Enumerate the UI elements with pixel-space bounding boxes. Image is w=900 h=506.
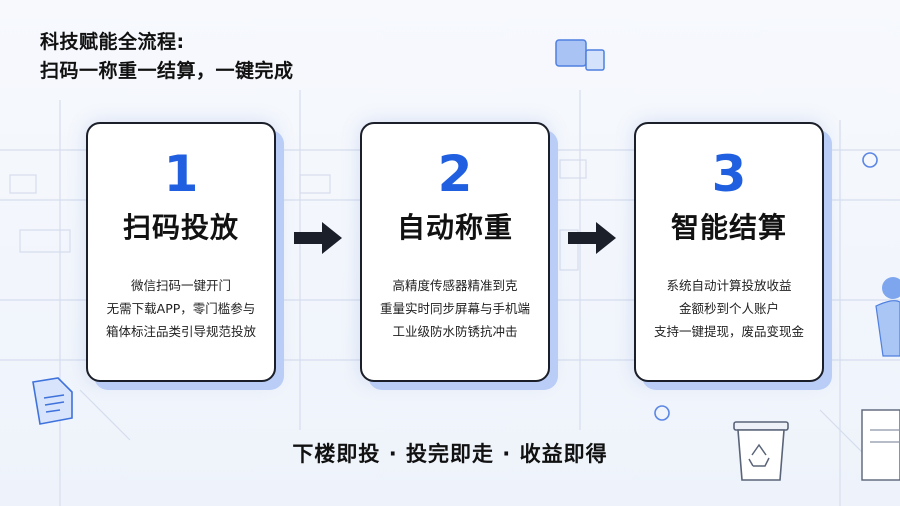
step-description: 高精度传感器精准到克 重量实时同步屏幕与手机端 工业级防水防锈抗冲击 <box>362 274 548 343</box>
step-line: 微信扫码一键开门 <box>130 278 231 293</box>
step-line: 高精度传感器精准到克 <box>392 278 518 293</box>
step-line: 系统自动计算投放收益 <box>666 278 792 293</box>
document-icon <box>32 377 73 425</box>
step-card-1: 1 扫码投放 微信扫码一键开门 无需下载APP，零门槛参与 箱体标注品类引导规范… <box>86 122 276 382</box>
arrow-right-icon <box>568 222 616 254</box>
step-line: 支持一键提现，废品变现金 <box>653 324 804 339</box>
step-line: 无需下载APP，零门槛参与 <box>106 301 256 316</box>
step-title: 智能结算 <box>670 211 787 244</box>
step-description: 系统自动计算投放收益 金额秒到个人账户 支持一键提现，废品变现金 <box>636 274 822 343</box>
step-line: 箱体标注品类引导规范投放 <box>105 324 256 339</box>
heading-line-2: 扫码一称重一结算，一键完成 <box>40 60 294 82</box>
person-icon <box>875 277 900 357</box>
step-number: 2 <box>437 145 473 203</box>
step-line: 金额秒到个人账户 <box>678 301 779 316</box>
step-title: 自动称重 <box>396 211 513 244</box>
step-title: 扫码投放 <box>122 211 239 244</box>
heading-line-1: 科技赋能全流程: <box>40 31 185 53</box>
step-card-2: 2 自动称重 高精度传感器精准到克 重量实时同步屏幕与手机端 工业级防水防锈抗冲… <box>360 122 550 382</box>
step-number: 1 <box>163 145 199 203</box>
step-card-3: 3 智能结算 系统自动计算投放收益 金额秒到个人账户 支持一键提现，废品变现金 <box>634 122 824 382</box>
step-description: 微信扫码一键开门 无需下载APP，零门槛参与 箱体标注品类引导规范投放 <box>88 274 274 343</box>
step-line: 重量实时同步屏幕与手机端 <box>379 301 530 316</box>
heading: 科技赋能全流程: 扫码一称重一结算，一键完成 <box>40 28 294 86</box>
recycle-bin-icon <box>733 421 789 481</box>
tagline: 下楼即投 · 投完即走 · 收益即得 <box>292 442 608 466</box>
step-number: 3 <box>711 145 747 203</box>
arrow-right-icon <box>294 222 342 254</box>
window-icon <box>555 39 605 71</box>
step-line: 工业级防水防锈抗冲击 <box>392 324 518 339</box>
